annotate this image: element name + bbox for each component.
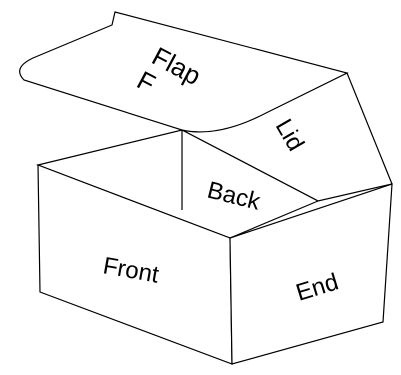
end-panel bbox=[229, 183, 393, 365]
flap-panel bbox=[19, 11, 349, 133]
